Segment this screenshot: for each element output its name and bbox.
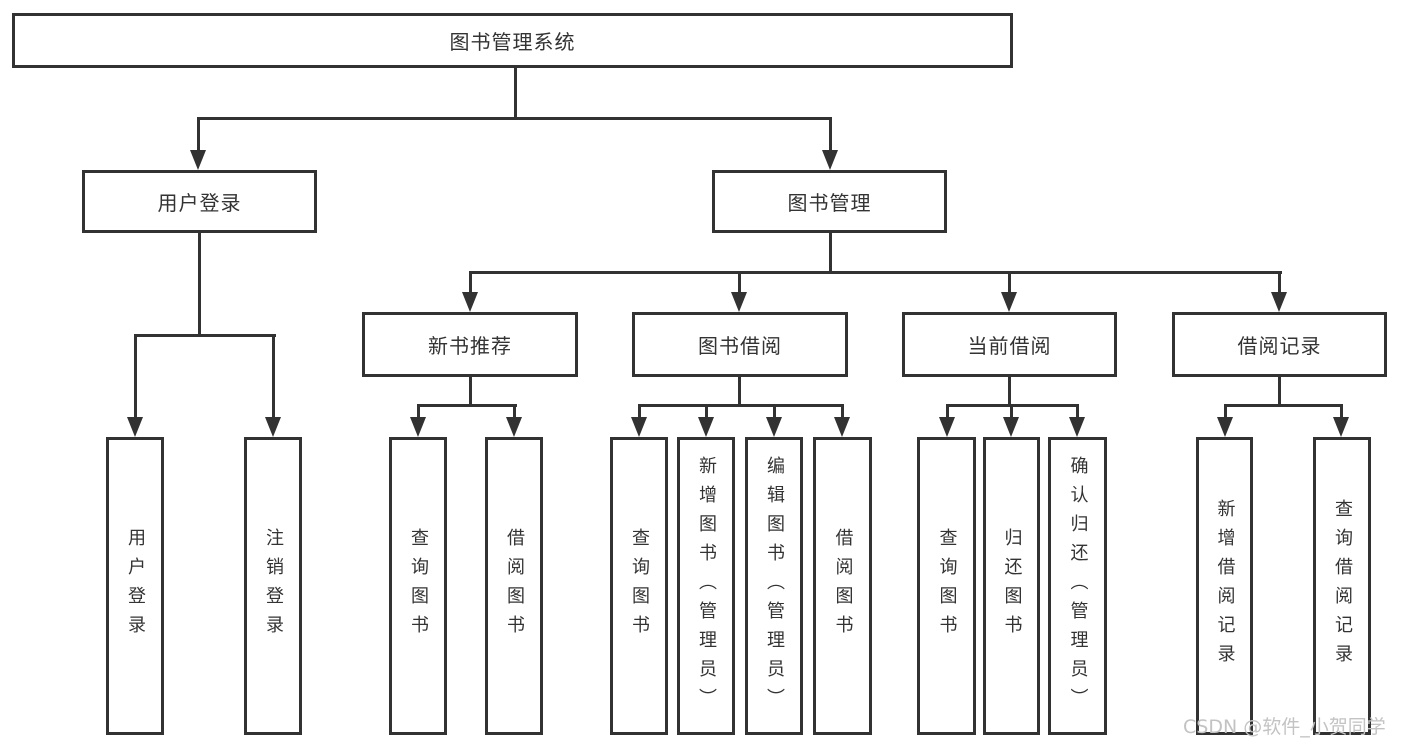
arrow-borrow-leaf-1	[631, 417, 647, 437]
leaf-borrow-edit-books-admin-label: 编辑图书（管理员）	[764, 455, 785, 717]
arrow-to-borrow-records	[1271, 292, 1287, 312]
leaf-current-return-books: 归还图书	[983, 437, 1040, 735]
leaf-records-add-borrow-record-label: 新增借阅记录	[1214, 499, 1236, 673]
connector-bookmgmt-stub-3	[1008, 271, 1011, 294]
arrow-to-user-login	[190, 150, 206, 170]
leaf-user-login: 用户登录	[106, 437, 164, 735]
leaf-borrow-add-books-admin-label: 新增图书（管理员）	[696, 455, 717, 717]
arrow-to-book-borrow	[731, 292, 747, 312]
node-user-login-label: 用户登录	[157, 191, 242, 215]
connector-userlogin-hline	[134, 334, 276, 337]
leaf-records-query-borrow-record-label: 查询借阅记录	[1332, 499, 1353, 673]
node-user-login: 用户登录	[82, 170, 317, 233]
node-root: 图书管理系统	[12, 13, 1013, 68]
leaf-records-query-borrow-record: 查询借阅记录	[1313, 437, 1371, 735]
connector-bookmgmt-vline	[829, 233, 832, 274]
connector-bookmgmt-stub-2	[738, 271, 741, 294]
node-new-book-recommend: 新书推荐	[362, 312, 578, 377]
connector-recommend-stub-1	[417, 404, 420, 419]
connector-bookmgmt-hline	[469, 271, 1282, 274]
leaf-current-query-books: 查询图书	[917, 437, 976, 735]
node-book-borrow: 图书借阅	[632, 312, 848, 377]
connector-bookmgmt-stub-4	[1278, 271, 1281, 294]
node-borrow-records: 借阅记录	[1172, 312, 1387, 377]
connector-root-hline	[197, 117, 832, 120]
connector-records-vline	[1278, 377, 1281, 407]
leaf-borrow-query-books: 查询图书	[610, 437, 668, 735]
arrow-borrow-leaf-2	[698, 417, 714, 437]
connector-root-vline	[514, 66, 517, 118]
connector-records-stub-1	[1224, 404, 1227, 419]
arrow-borrow-leaf-4	[834, 417, 850, 437]
connector-current-vline	[1008, 377, 1011, 407]
node-book-management-label: 图书管理	[787, 191, 872, 215]
connector-current-stub-1	[946, 404, 949, 419]
csdn-watermark: CSDN @软件_小贺同学	[1183, 716, 1386, 738]
connector-current-stub-3	[1076, 404, 1079, 419]
connector-borrow-stub-3	[773, 404, 776, 419]
arrow-current-leaf-2	[1003, 417, 1019, 437]
connector-borrow-stub-1	[638, 404, 641, 419]
connector-root-right-stub	[829, 117, 832, 153]
leaf-current-confirm-return-admin-label: 确认归还（管理员）	[1067, 455, 1089, 717]
leaf-recommend-query-books: 查询图书	[389, 437, 447, 735]
leaf-logout: 注销登录	[244, 437, 302, 735]
node-root-label: 图书管理系统	[449, 30, 576, 54]
leaf-recommend-borrow-books: 借阅图书	[485, 437, 543, 735]
connector-recommend-vline	[469, 377, 472, 407]
connector-userlogin-left-stub	[134, 334, 137, 419]
arrow-records-leaf-2	[1333, 417, 1349, 437]
leaf-current-confirm-return-admin: 确认归还（管理员）	[1048, 437, 1107, 735]
leaf-borrow-edit-books-admin: 编辑图书（管理员）	[745, 437, 803, 735]
connector-borrow-stub-4	[841, 404, 844, 419]
connector-borrow-vline	[738, 377, 741, 407]
arrow-to-leaf-user-login	[127, 417, 143, 437]
arrow-current-leaf-1	[939, 417, 955, 437]
leaf-current-return-books-label: 归还图书	[1001, 528, 1023, 644]
arrow-borrow-leaf-3	[766, 417, 782, 437]
node-current-borrow: 当前借阅	[902, 312, 1117, 377]
connector-userlogin-right-stub	[272, 334, 275, 419]
leaf-recommend-borrow-books-label: 借阅图书	[504, 528, 525, 644]
connector-userlogin-vline	[198, 233, 201, 337]
arrow-recommend-leaf-1	[410, 417, 426, 437]
node-book-management: 图书管理	[712, 170, 947, 233]
connector-recommend-stub-2	[513, 404, 516, 419]
arrow-current-leaf-3	[1069, 417, 1085, 437]
leaf-current-query-books-label: 查询图书	[936, 528, 958, 644]
leaf-recommend-query-books-label: 查询图书	[408, 528, 429, 644]
leaf-borrow-query-books-label: 查询图书	[629, 528, 650, 644]
node-book-borrow-label: 图书借阅	[698, 334, 782, 358]
leaf-borrow-borrow-books: 借阅图书	[813, 437, 872, 735]
arrow-to-book-management	[822, 150, 838, 170]
leaf-user-login-label: 用户登录	[125, 528, 146, 644]
connector-records-stub-2	[1340, 404, 1343, 419]
connector-root-left-stub	[197, 117, 200, 153]
connector-bookmgmt-stub-1	[469, 271, 472, 294]
leaf-records-add-borrow-record: 新增借阅记录	[1196, 437, 1253, 735]
arrow-to-new-book-recommend	[462, 292, 478, 312]
arrow-recommend-leaf-2	[506, 417, 522, 437]
connector-current-stub-2	[1010, 404, 1013, 419]
node-borrow-records-label: 借阅记录	[1237, 334, 1322, 358]
arrow-to-current-borrow	[1001, 292, 1017, 312]
connector-borrow-stub-2	[705, 404, 708, 419]
leaf-borrow-borrow-books-label: 借阅图书	[832, 528, 854, 644]
arrow-records-leaf-1	[1217, 417, 1233, 437]
leaf-borrow-add-books-admin: 新增图书（管理员）	[677, 437, 735, 735]
connector-recommend-hline	[417, 404, 517, 407]
node-current-borrow-label: 当前借阅	[967, 334, 1052, 358]
connector-records-hline	[1224, 404, 1343, 407]
node-new-book-recommend-label: 新书推荐	[428, 334, 512, 358]
leaf-logout-label: 注销登录	[263, 528, 284, 644]
connector-borrow-hline	[638, 404, 844, 407]
arrow-to-leaf-logout	[265, 417, 281, 437]
